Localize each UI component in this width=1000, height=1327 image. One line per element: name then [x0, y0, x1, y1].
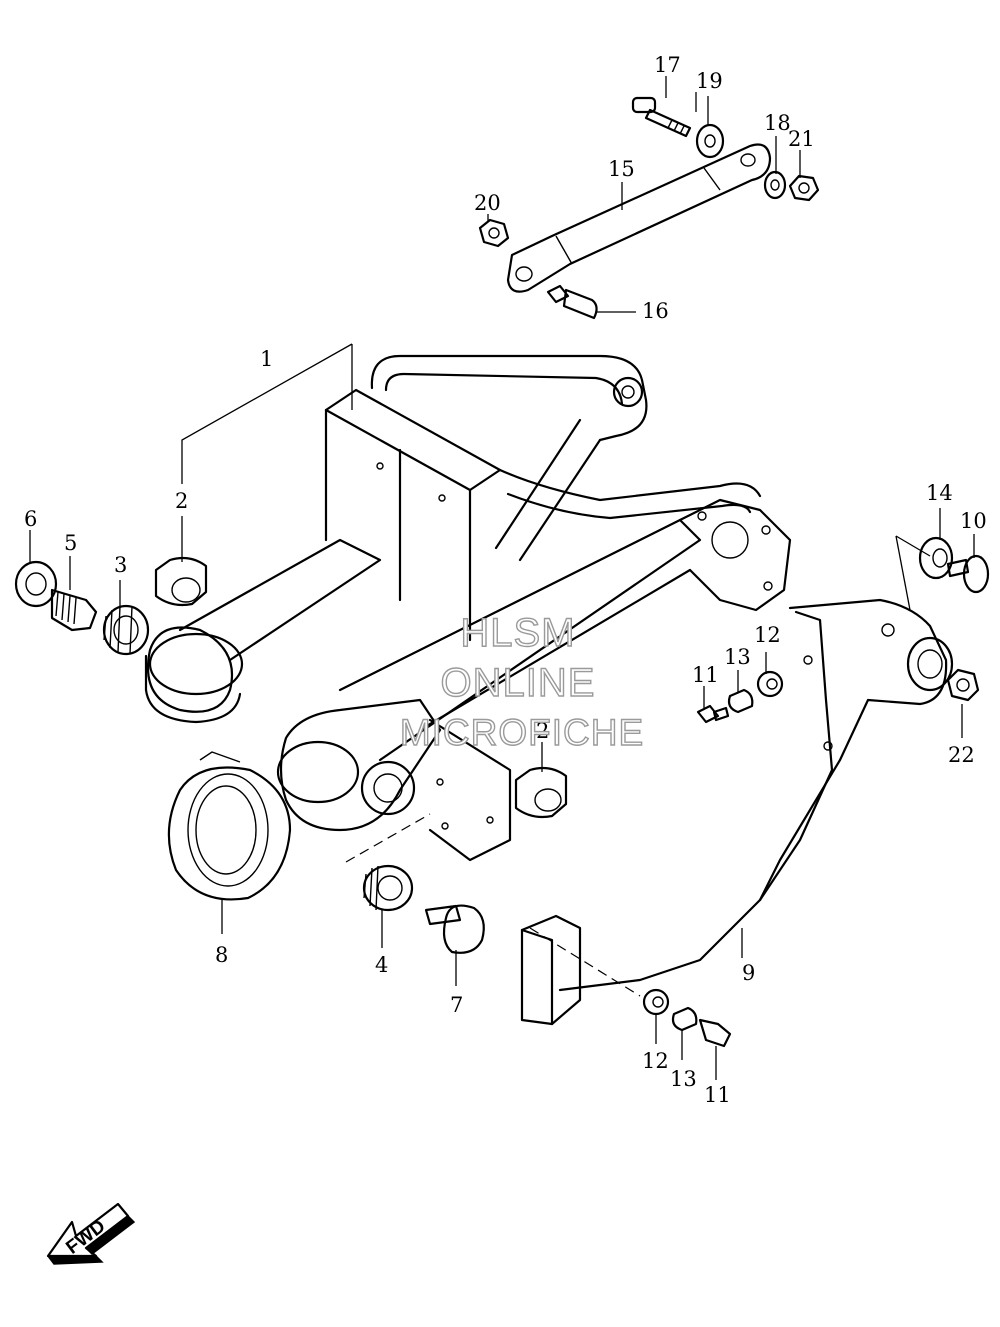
callout-20: 20 [474, 191, 501, 215]
callout-22: 22 [948, 743, 975, 767]
callout-18: 18 [764, 111, 791, 135]
part-1-swingarm[interactable] [144, 354, 792, 862]
callout-1: 1 [260, 347, 273, 371]
callout-7: 7 [450, 993, 463, 1017]
callout-11: 11 [692, 663, 719, 687]
part-2-bearing-upper[interactable] [154, 556, 208, 607]
part-8-boot[interactable] [167, 751, 292, 901]
part-10-bolt[interactable] [946, 554, 990, 594]
part-12-washer-upper[interactable] [756, 670, 784, 698]
callout-2: 2 [175, 489, 188, 513]
part-4-bearing[interactable] [362, 864, 414, 912]
watermark: HLSM ONLINE MICROFICHE [399, 610, 644, 753]
part-14-bushing[interactable] [918, 536, 954, 580]
part-13-collar-lower[interactable] [671, 1006, 698, 1032]
callout-15: 15 [608, 157, 635, 181]
fwd-arrow-icon [46, 1202, 130, 1258]
watermark-line-1: HLSM [460, 611, 575, 655]
part-2-bearing-lower[interactable] [514, 766, 568, 819]
part-11-bolt-lower[interactable] [698, 1018, 732, 1048]
part-16-bolt[interactable] [546, 284, 598, 320]
part-6-seal[interactable] [14, 560, 58, 608]
part-9-cushion-rod[interactable] [520, 598, 954, 1026]
callout-11: 11 [704, 1083, 731, 1107]
callout-8: 8 [215, 943, 228, 967]
callout-13: 13 [670, 1067, 697, 1091]
part-5-adjuster-bolt[interactable] [50, 588, 98, 632]
callout-13: 13 [724, 645, 751, 669]
part-19-washer[interactable] [695, 123, 725, 159]
callout-14: 14 [926, 481, 953, 505]
callout-16: 16 [642, 299, 669, 323]
part-11-bolt-upper[interactable] [696, 704, 730, 724]
fwd-arrow: FWD [46, 1202, 136, 1265]
part-7-cap-bolt[interactable] [424, 904, 485, 954]
callout-6: 6 [24, 507, 37, 531]
watermark-line-2: ONLINE [441, 661, 596, 705]
callout-17: 17 [654, 53, 681, 77]
callout-10: 10 [960, 509, 987, 533]
watermark-line-3: MICROFICHE [400, 712, 644, 753]
callout-19: 19 [696, 69, 723, 93]
callout-2: 2 [536, 719, 549, 743]
callout-12: 12 [642, 1049, 669, 1073]
callout-9: 9 [742, 961, 755, 985]
callout-21: 21 [788, 127, 815, 151]
part-15-torque-link[interactable] [506, 143, 772, 293]
callout-12: 12 [754, 623, 781, 647]
callout-4: 4 [375, 953, 388, 977]
part-3-bearing[interactable] [102, 604, 150, 656]
part-17-bolt[interactable] [631, 96, 692, 138]
callout-5: 5 [64, 531, 77, 555]
part-21-nut[interactable] [788, 174, 820, 202]
part-12-washer-lower[interactable] [642, 988, 670, 1016]
callout-labels: 1 2 2 3 4 5 6 7 8 9 10 11 11 12 12 13 13… [24, 53, 987, 1107]
leader-lines [29, 76, 975, 1080]
part-18-washer[interactable] [763, 170, 787, 200]
callout-3: 3 [114, 553, 127, 577]
part-13-collar-upper[interactable] [727, 688, 754, 714]
part-22-nut[interactable] [946, 668, 980, 702]
part-20-nut[interactable] [478, 218, 510, 248]
